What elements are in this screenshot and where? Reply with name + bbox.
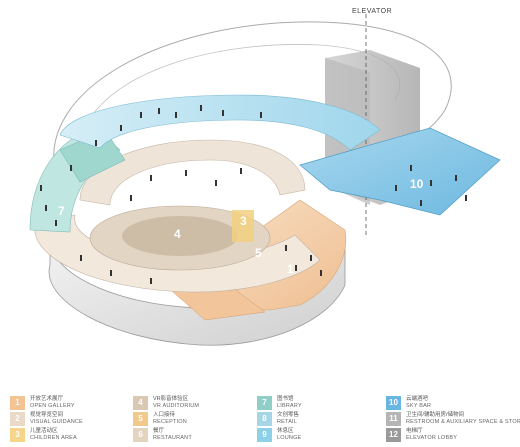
legend-badge: 8 xyxy=(257,412,272,426)
legend-label-cn: 文创零售 xyxy=(277,412,300,418)
zone-10-label: 10 xyxy=(410,177,424,191)
zone-8-9-upper-ring xyxy=(59,94,381,151)
legend-label-cn: 开放艺术展厅 xyxy=(30,396,64,402)
zone-7-label: 7 xyxy=(58,204,65,218)
legend-badge: 10 xyxy=(386,396,401,410)
zone-4-center-label: 4 xyxy=(174,227,181,241)
zone-9-label: 9 xyxy=(252,127,259,141)
legend-label-cn: 入口接待 xyxy=(153,412,176,418)
legend-label-en: VR AUDITORIUM xyxy=(153,403,200,409)
legend-label-en: OPEN GALLERY xyxy=(30,403,75,409)
legend-label-en: RESTROOM & AUXILIARY SPACE & STORAGE xyxy=(406,419,520,425)
zone-1-label: 1 xyxy=(287,262,294,276)
legend-badge: 9 xyxy=(257,428,272,442)
axonometric-diagram: ELEVATOR 9 8 6 7 4 4 1 5 xyxy=(29,8,501,346)
zone-10-sky-bar xyxy=(299,127,501,216)
legend-badge: 6 xyxy=(133,428,148,442)
legend-badge: 3 xyxy=(10,428,25,442)
people-figures xyxy=(40,105,467,284)
elevator-label: ELEVATOR xyxy=(352,8,392,15)
legend-label-en: RETAIL xyxy=(277,419,298,425)
zone-4-inner xyxy=(122,216,238,256)
legend-badge: 4 xyxy=(133,396,148,410)
legend-label-en: LOUNGE xyxy=(277,435,302,441)
legend-label-en: VISUAL GUIDANCE xyxy=(30,419,83,425)
legend-label-cn: 视觉导览空间 xyxy=(30,412,64,418)
zone-3-children-area xyxy=(232,210,254,242)
legend-label-cn: 电梯厅 xyxy=(406,428,423,434)
zone-5-label: 5 xyxy=(255,246,262,260)
zone-6-restaurant xyxy=(79,139,306,206)
legend-badge: 11 xyxy=(386,412,401,426)
legend-label-cn: 儿童活动区 xyxy=(30,428,58,434)
legend-label-en: SKY BAR xyxy=(406,403,432,409)
zone-4-lower-label: 4 xyxy=(82,315,89,329)
legend-badge: 1 xyxy=(10,396,25,410)
legend-label-en: CHILDREN AREA xyxy=(30,435,77,441)
legend-label-en: RESTAURANT xyxy=(153,435,192,441)
legend-badge: 5 xyxy=(133,412,148,426)
legend-label-cn: 餐厅 xyxy=(153,428,165,434)
zone-6-label: 6 xyxy=(165,179,172,193)
legend-label-cn: 图书馆 xyxy=(277,396,294,402)
legend-badge: 12 xyxy=(386,428,401,442)
legend-label-en: RECEPTION xyxy=(153,419,187,425)
zone-3-label: 3 xyxy=(240,214,247,228)
legend-label-cn: 云端酒吧 xyxy=(406,396,429,402)
legend-label-en: ELEVATOR LOBBY xyxy=(406,435,458,441)
legend-label-cn: 休息区 xyxy=(277,428,294,434)
legend-label-cn: VR影音体验区 xyxy=(153,396,189,402)
legend-label-cn: 卫生间/辅助用房/储物间 xyxy=(406,412,465,418)
legend-badge: 2 xyxy=(10,412,25,426)
legend-label-en: LIBRARY xyxy=(277,403,302,409)
zone-8-label: 8 xyxy=(160,129,167,143)
legend-badge: 7 xyxy=(257,396,272,410)
